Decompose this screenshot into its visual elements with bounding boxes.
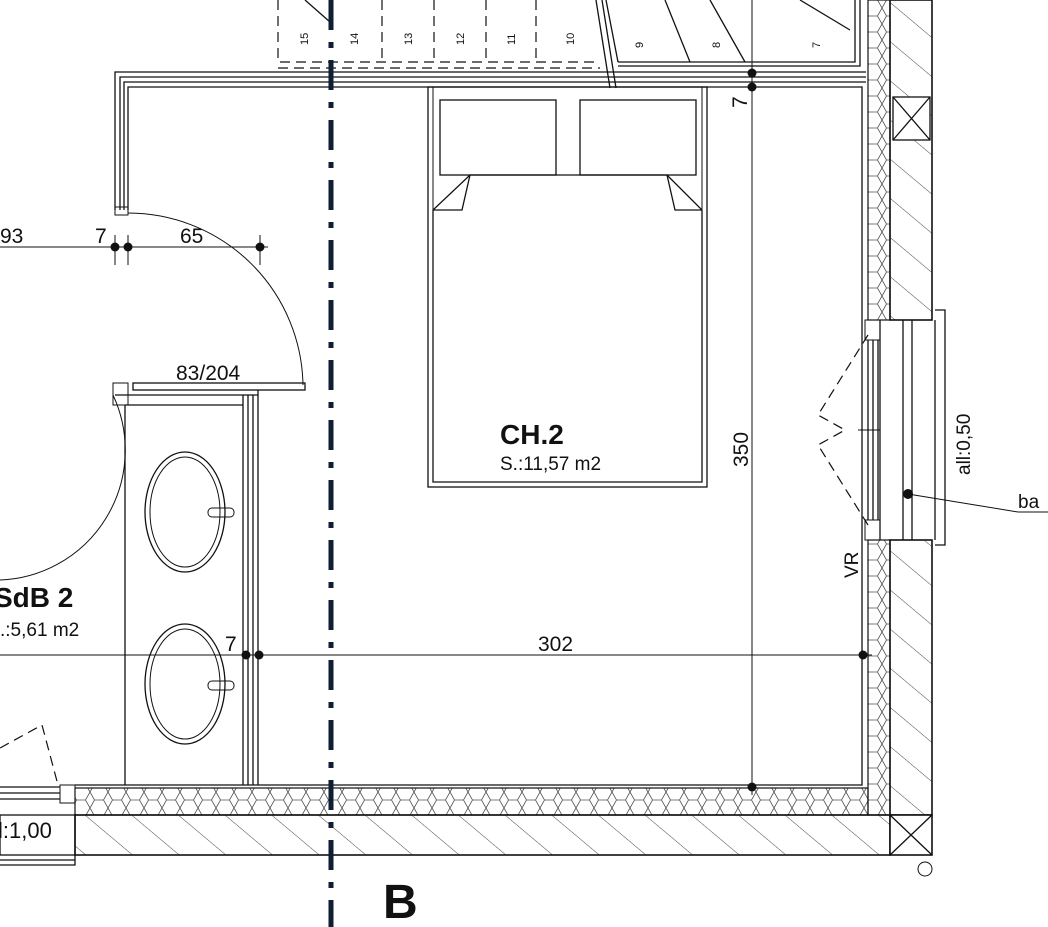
- room-name-sdb2: SdB 2: [0, 582, 73, 613]
- staircase: 15 14 13 12 11 10 9 8 7: [277, 0, 861, 89]
- stair-step-10: 10: [565, 33, 577, 45]
- dim-65: 65: [180, 225, 203, 248]
- room-area-ch2: S.:11,57 m2: [500, 454, 601, 475]
- room-name-ch2: CH.2: [500, 419, 564, 450]
- walls: [0, 0, 933, 877]
- shutter-label: VR: [842, 552, 863, 578]
- stair-step-7: 7: [811, 42, 823, 48]
- pillow-left: [439, 99, 557, 176]
- stair-step-13: 13: [403, 33, 415, 45]
- pillow-right: [579, 99, 697, 176]
- stair-step-14: 14: [349, 33, 361, 45]
- dim-93: 93: [0, 225, 23, 248]
- section-marker: B: [383, 876, 418, 927]
- corner-marker: [917, 861, 933, 877]
- dim-7-top: 7: [95, 225, 107, 248]
- stair-step-9: 9: [634, 42, 646, 48]
- stair-step-15: 15: [299, 33, 311, 45]
- stair-step-8: 8: [711, 42, 723, 48]
- section-line-b: B: [328, 0, 418, 927]
- stair-step-11: 11: [506, 34, 518, 45]
- column-cross-corner: [889, 814, 933, 856]
- door-size: 83/204: [176, 362, 241, 385]
- dimensions: 93 7 65 83/204 7 302 7 350: [0, 0, 872, 795]
- column-cross-top: [892, 96, 931, 141]
- room-area-sdb2: .:5,61 m2: [0, 620, 79, 641]
- sink-1: [144, 451, 235, 573]
- stair-step-12: 12: [455, 33, 467, 45]
- bottom-window-label: l:1,00: [0, 818, 52, 843]
- bedroom-door: [0, 212, 306, 581]
- dim-7-partition: 7: [225, 633, 237, 656]
- dim-350: 350: [730, 432, 753, 467]
- window-leader-label: ba: [1018, 492, 1040, 513]
- dim-302: 302: [538, 633, 573, 656]
- bottom-left-window: l:1,00: [0, 724, 76, 856]
- window-label: all:0,50: [954, 414, 975, 475]
- bed: [427, 86, 708, 488]
- sink-2: [144, 623, 235, 745]
- right-window: all:0,50 VR ba: [817, 309, 1048, 578]
- bathroom: SdB 2 .:5,61 m2: [0, 382, 259, 785]
- dim-7-vertical: 7: [729, 96, 752, 108]
